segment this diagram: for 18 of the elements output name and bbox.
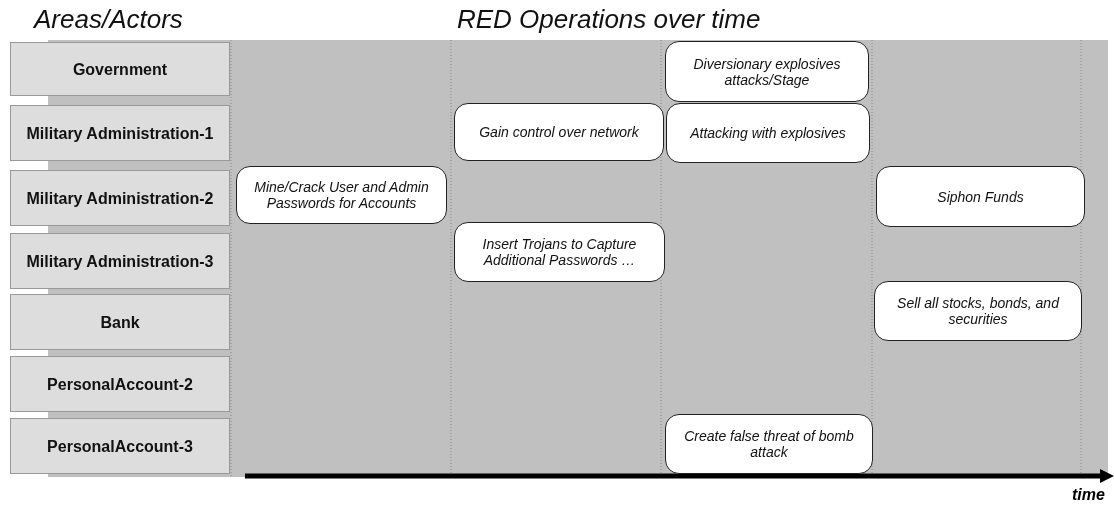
axis-label: time: [1072, 486, 1105, 504]
operation-box: Attacking with explosives: [666, 103, 870, 163]
actor-lane-header: Military Administration-3: [10, 233, 230, 289]
actor-lane-header: Military Administration-1: [10, 105, 230, 161]
actor-lane-header: PersonalAccount-2: [10, 356, 230, 412]
operation-box: Insert Trojans to Capture Additional Passwords …: [454, 222, 665, 282]
operation-box: Create false threat of bomb attack: [665, 414, 873, 474]
operation-box: Diversionary explosives attacks/Stage: [665, 41, 869, 102]
operation-box: Gain control over network: [454, 103, 664, 161]
operation-box: Mine/Crack User and Admin Passwords for Accounts: [236, 166, 447, 224]
operation-box: Sell all stocks, bonds, and securities: [874, 281, 1082, 341]
actor-lane-header: PersonalAccount-3: [10, 418, 230, 474]
actor-lane-header: Bank: [10, 294, 230, 350]
actor-lane-header: Military Administration-2: [10, 170, 230, 226]
actor-lane-header: Government: [10, 42, 230, 96]
operation-box: Siphon Funds: [876, 166, 1085, 227]
diagram-title: RED Operations over time: [457, 4, 761, 35]
column-heading: Areas/Actors: [34, 4, 183, 35]
